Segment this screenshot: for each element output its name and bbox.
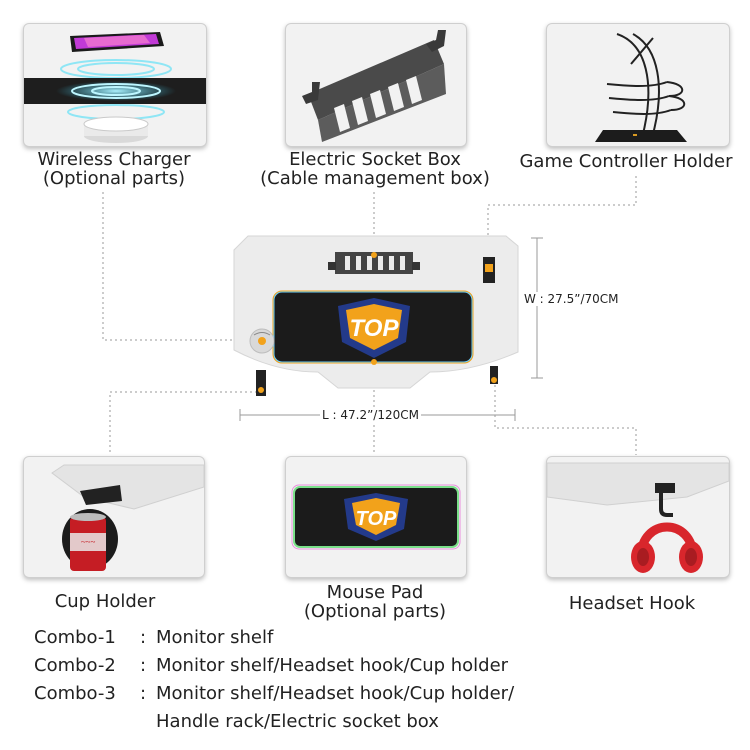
mouse-pad-card: TOP bbox=[285, 456, 467, 578]
svg-text:TOP: TOP bbox=[356, 508, 397, 530]
headset-hook-label: Headset Hook bbox=[568, 593, 696, 614]
charger-puck-icon bbox=[83, 116, 149, 143]
desk-cup-holder-icon bbox=[256, 370, 266, 396]
desk-headset-hook-icon bbox=[490, 366, 498, 384]
combo-2-row: Combo-2 : Monitor shelf/Headset hook/Cup… bbox=[34, 655, 509, 676]
desk-socket-box-icon bbox=[328, 252, 420, 274]
controller-holder-label: Game Controller Holder bbox=[519, 151, 733, 172]
controller-holder-card bbox=[546, 23, 730, 147]
combo-3-row: Combo-3 : Monitor shelf/Headset hook/Cup… bbox=[34, 683, 515, 704]
cup-holder-label: Cup Holder bbox=[54, 591, 156, 612]
mouse-pad-label: Mouse Pad (Optional parts) bbox=[303, 582, 447, 622]
socket-box-label: Electric Socket Box (Cable management bo… bbox=[260, 149, 490, 189]
svg-text:~~~: ~~~ bbox=[81, 537, 96, 547]
cup-holder-card: ~~~ bbox=[23, 456, 205, 578]
desk-wireless-charger-icon bbox=[249, 328, 275, 354]
combo-list: Combo-1 : Monitor shelf Combo-2 : Monito… bbox=[34, 624, 514, 736]
svg-text:TOP: TOP bbox=[350, 315, 400, 342]
cup-holder-icon: ~~~ bbox=[51, 464, 204, 571]
combo-1-row: Combo-1 : Monitor shelf bbox=[34, 627, 274, 648]
desk-mouse-pad-icon: TOP bbox=[272, 290, 474, 365]
width-dimension: W : 27.5”/70CM bbox=[522, 292, 621, 306]
length-dimension: L : 47.2”/120CM bbox=[320, 408, 421, 422]
combo-3-continuation: Handle rack/Electric socket box bbox=[156, 711, 439, 732]
controller-holder-icon bbox=[595, 33, 687, 142]
socket-box-icon bbox=[302, 30, 446, 142]
headset-hook-icon bbox=[547, 462, 729, 573]
wireless-charger-label: Wireless Charger (Optional parts) bbox=[37, 149, 191, 189]
phone-icon bbox=[70, 32, 164, 52]
mouse-pad-icon: TOP bbox=[291, 484, 461, 550]
socket-box-card bbox=[285, 23, 467, 147]
desk-controller-holder-icon bbox=[483, 257, 495, 283]
wireless-charger-card bbox=[23, 23, 207, 147]
headset-hook-card bbox=[546, 456, 730, 578]
